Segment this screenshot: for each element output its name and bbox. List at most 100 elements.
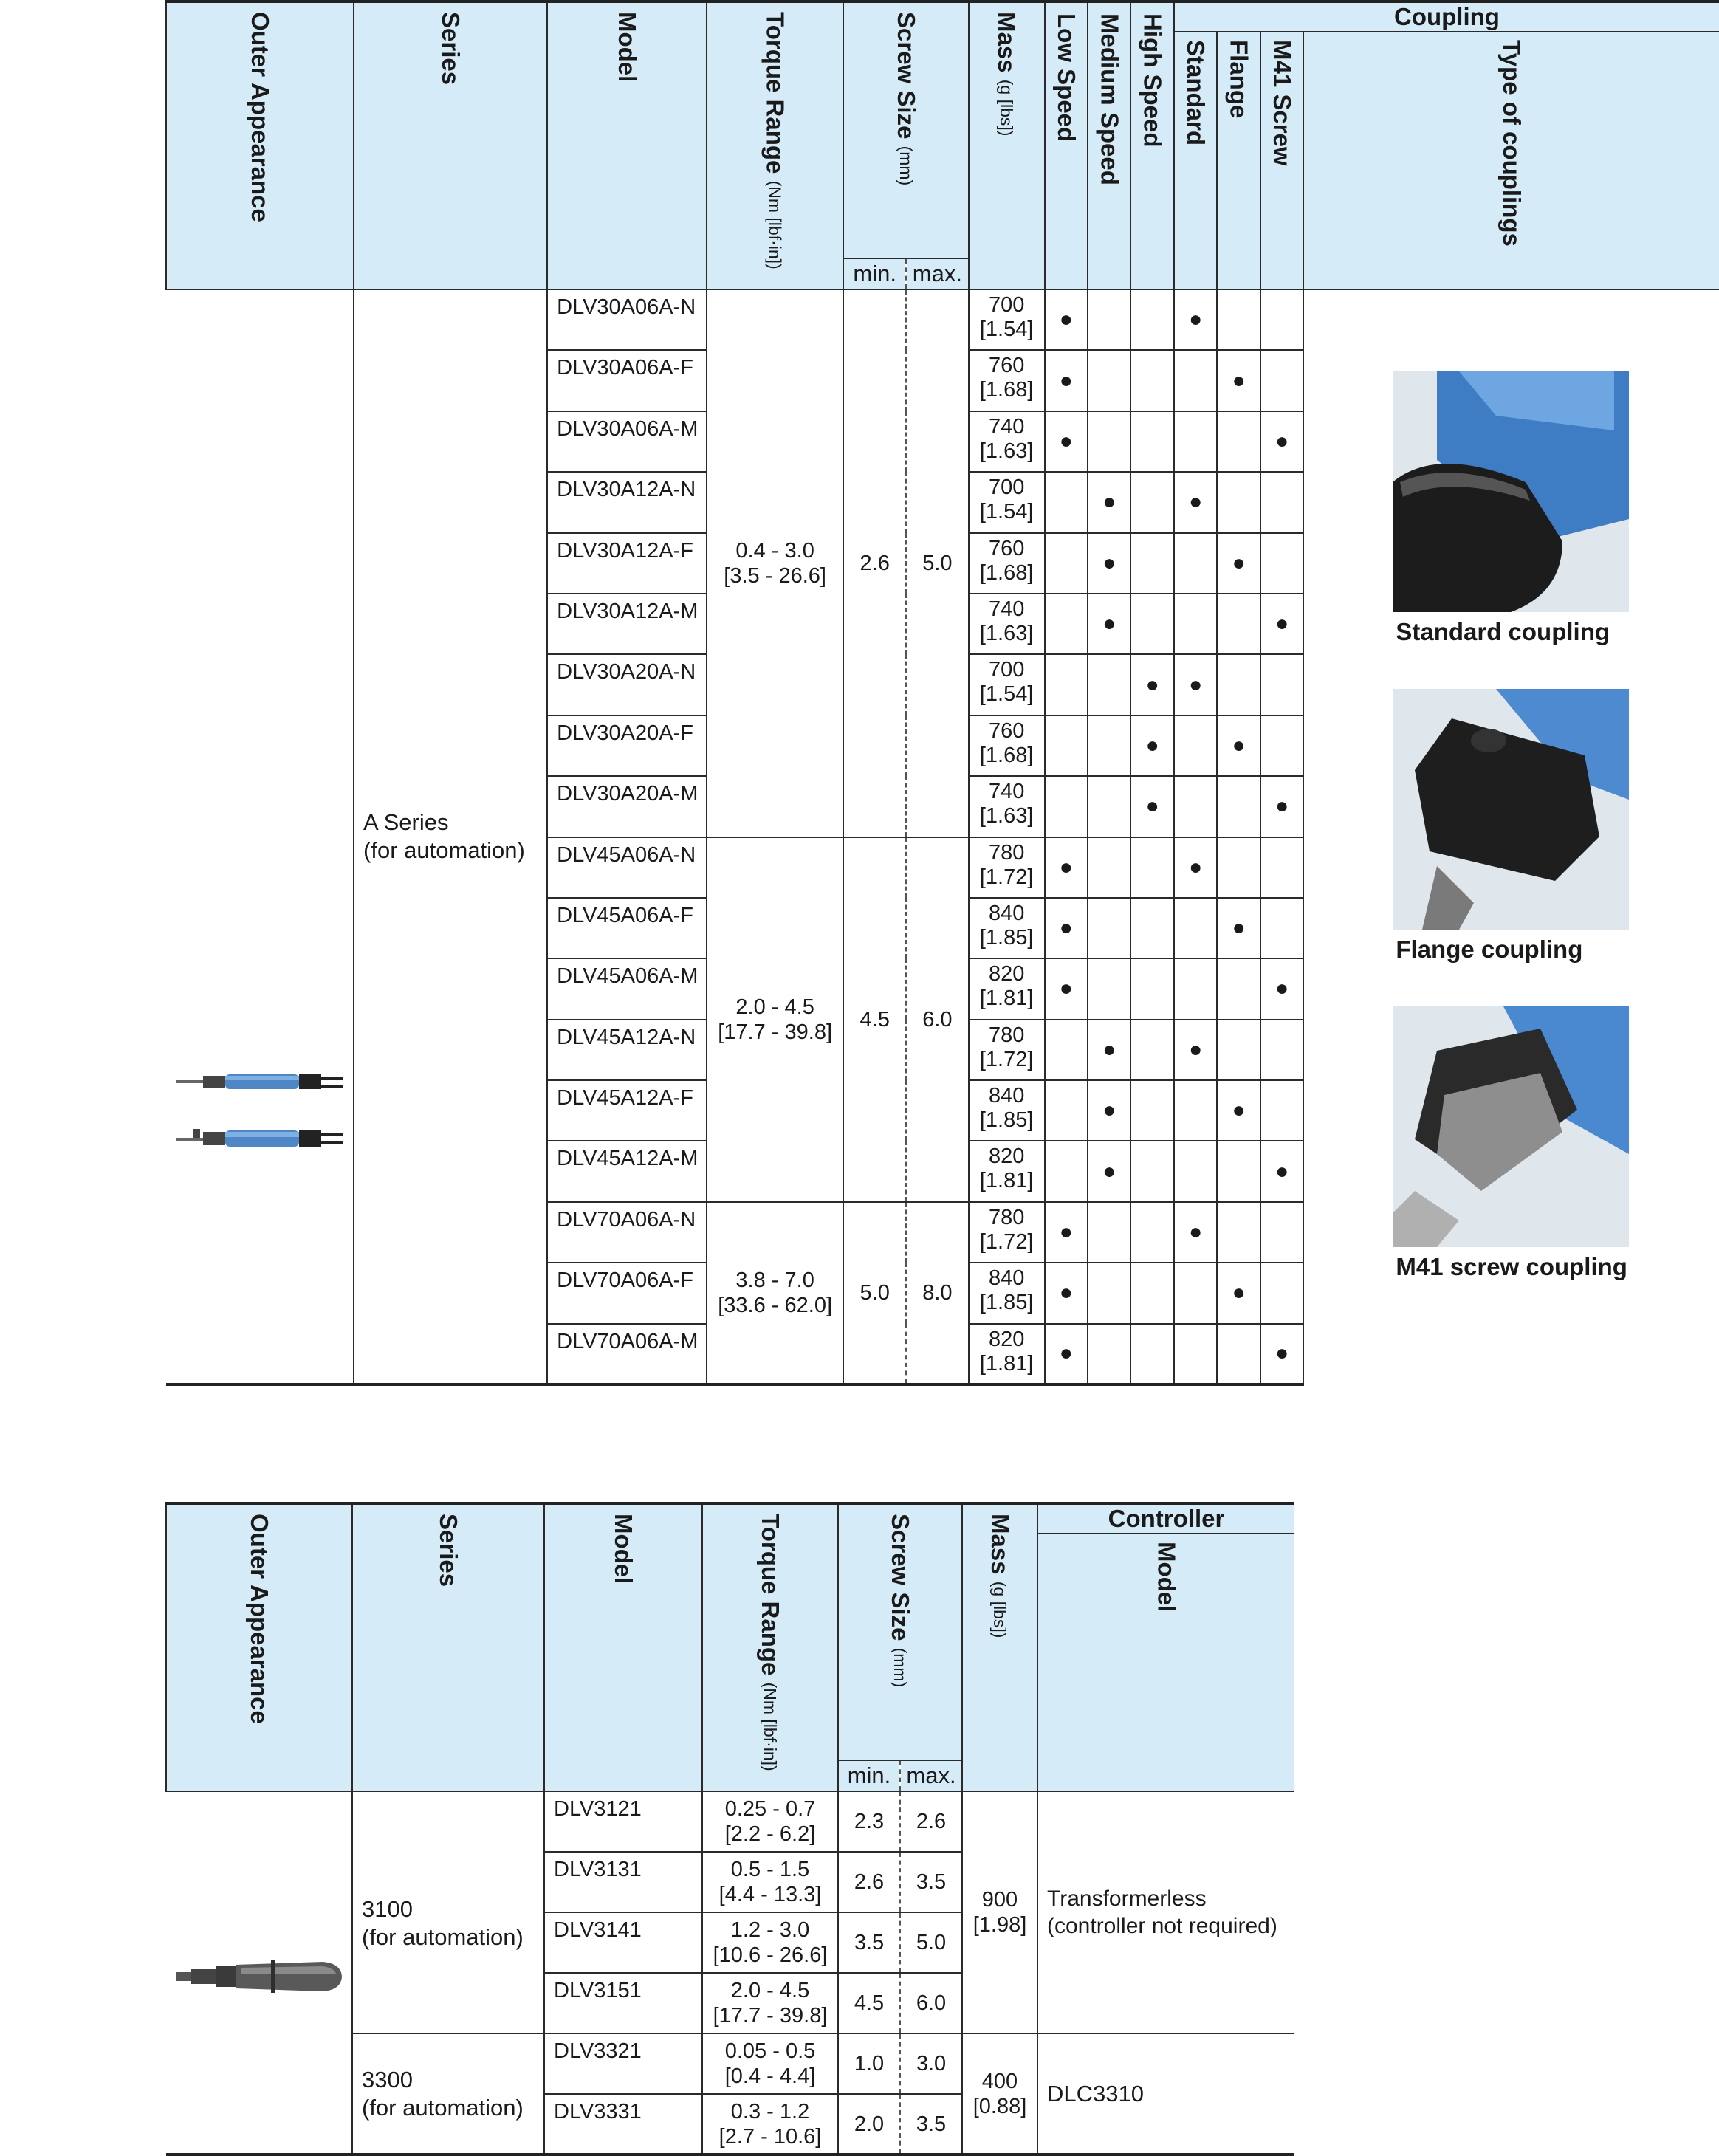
coupling-cell <box>1259 532 1305 594</box>
coupling-cell: ● <box>1173 1018 1218 1082</box>
speed-cell: ● <box>1087 471 1132 534</box>
coupling-cell <box>1173 1262 1218 1325</box>
header-mass: Mass (g [lbs]) <box>967 0 1046 290</box>
screw-max-cell: 2.6 <box>899 1791 963 1853</box>
speed-cell <box>1087 1201 1132 1264</box>
model-cell: DLV45A06A-F <box>546 896 707 960</box>
header-model: Model <box>546 0 707 290</box>
coupling-cell <box>1216 1140 1261 1203</box>
coupling-cell <box>1173 410 1218 473</box>
speed-cell: ● <box>1087 592 1132 656</box>
mass-cell: 820[1.81] <box>967 1322 1046 1387</box>
screwdriver-top <box>176 1074 343 1089</box>
screw-min-cell: 5.0 <box>843 1201 907 1387</box>
torque-cell: 3.8 - 7.0[33.6 - 62.0] <box>705 1201 845 1387</box>
mass-cell: 820[1.81] <box>967 958 1046 1020</box>
screw-max-cell: 3.5 <box>899 1851 963 1913</box>
check-dot: ● <box>1232 550 1246 575</box>
header-torque-range: Torque Range (Nm [lbf·in]) <box>701 1502 839 1792</box>
speed-cell <box>1087 896 1132 960</box>
mass-3300: 400[0.88] <box>961 2033 1038 2156</box>
coupling-cell: ● <box>1216 896 1261 960</box>
caption-standard-coupling: Standard coupling <box>1396 618 1610 645</box>
header-screw-size: Screw Size (mm) <box>837 1502 963 1761</box>
coupling-cell <box>1259 349 1305 412</box>
check-dot: ● <box>1232 1280 1246 1305</box>
speed-cell: ● <box>1043 410 1089 473</box>
coupling-cell <box>1259 1079 1305 1142</box>
speed-cell <box>1130 896 1175 960</box>
header-max: max. <box>905 258 970 290</box>
coupling-cell <box>1173 532 1218 594</box>
header-controller-model: Model <box>1037 1533 1294 1792</box>
header-model: Model <box>543 1502 703 1792</box>
check-dot: ● <box>1059 1280 1073 1305</box>
speed-cell <box>1130 1322 1175 1387</box>
coupling-cell <box>1259 714 1305 777</box>
model-cell: DLV30A20A-M <box>546 775 707 838</box>
torque-cell: 0.3 - 1.2[2.7 - 10.6] <box>701 2093 839 2156</box>
mass-cell: 840[1.85] <box>967 1262 1046 1325</box>
coupling-cell <box>1259 288 1305 351</box>
model-cell: DLV3321 <box>543 2033 703 2095</box>
check-dot: ● <box>1059 854 1073 879</box>
coupling-cell: ● <box>1259 592 1305 656</box>
model-cell: DLV45A12A-N <box>546 1018 707 1082</box>
mass-cell: 780[1.72] <box>967 836 1046 899</box>
screw-min-cell: 2.3 <box>837 1791 901 1853</box>
check-dot: ● <box>1275 428 1289 453</box>
model-cell: DLV30A06A-F <box>546 349 707 412</box>
coupling-cell: ● <box>1259 958 1305 1020</box>
model-cell: DLV3131 <box>543 1851 703 1913</box>
m41-screw-coupling-photo <box>1393 1006 1630 1247</box>
header-medium-speed: Medium Speed <box>1087 0 1132 290</box>
coupling-cell: ● <box>1216 532 1261 594</box>
screw-min-cell: 3.5 <box>837 1912 901 1974</box>
header-outer-appearance: Outer Appearance <box>165 1502 353 1792</box>
coupling-cell <box>1216 958 1261 1020</box>
speed-cell <box>1130 1201 1175 1264</box>
mass-3100: 900[1.98] <box>961 1791 1038 2034</box>
coupling-cell: ● <box>1259 1140 1305 1203</box>
coupling-cell: ● <box>1173 836 1218 899</box>
series-a: A Series(for automation) <box>353 288 549 1387</box>
coupling-cell: ● <box>1216 1079 1261 1142</box>
coupling-cell: ● <box>1259 775 1305 838</box>
mass-cell: 760[1.68] <box>967 532 1046 594</box>
coupling-cell <box>1216 653 1261 716</box>
screw-max-cell: 3.0 <box>899 2033 963 2095</box>
check-dot: ● <box>1275 976 1289 1001</box>
coupling-cell <box>1216 410 1261 473</box>
speed-cell <box>1043 532 1089 594</box>
header-series: Series <box>351 1502 545 1792</box>
speed-cell: ● <box>1087 1018 1132 1082</box>
speed-cell <box>1043 714 1089 777</box>
speed-cell: ● <box>1043 349 1089 412</box>
coupling-cell <box>1173 958 1218 1020</box>
torque-cell: 0.25 - 0.7[2.2 - 6.2] <box>701 1791 839 1853</box>
speed-cell <box>1130 1018 1175 1082</box>
model-cell: DLV30A12A-M <box>546 592 707 656</box>
speed-cell: ● <box>1043 896 1089 960</box>
outer-appearance-3000-series <box>166 1791 353 2156</box>
screw-min-cell: 4.5 <box>837 1972 901 2034</box>
header-torque-range: Torque Range (Nm [lbf·in]) <box>705 0 845 290</box>
standard-coupling-photo <box>1393 371 1630 612</box>
spec-table-a-series: Outer Appearance Series Model Torque Ran… <box>165 0 1719 1387</box>
screw-max-cell: 5.0 <box>899 1912 963 1974</box>
coupling-cell <box>1173 775 1218 838</box>
caption-m41-screw-coupling: M41 screw coupling <box>1396 1253 1627 1280</box>
screw-max-cell: 8.0 <box>905 1201 970 1387</box>
speed-cell: ● <box>1043 1262 1089 1325</box>
torque-cell: 2.0 - 4.5[17.7 - 39.8] <box>701 1972 839 2034</box>
check-dot: ● <box>1189 1037 1203 1062</box>
screwdriver-a-series-image <box>176 1074 343 1147</box>
check-dot: ● <box>1189 490 1203 515</box>
check-dot: ● <box>1059 1220 1073 1245</box>
model-cell: DLV45A12A-M <box>546 1140 707 1203</box>
